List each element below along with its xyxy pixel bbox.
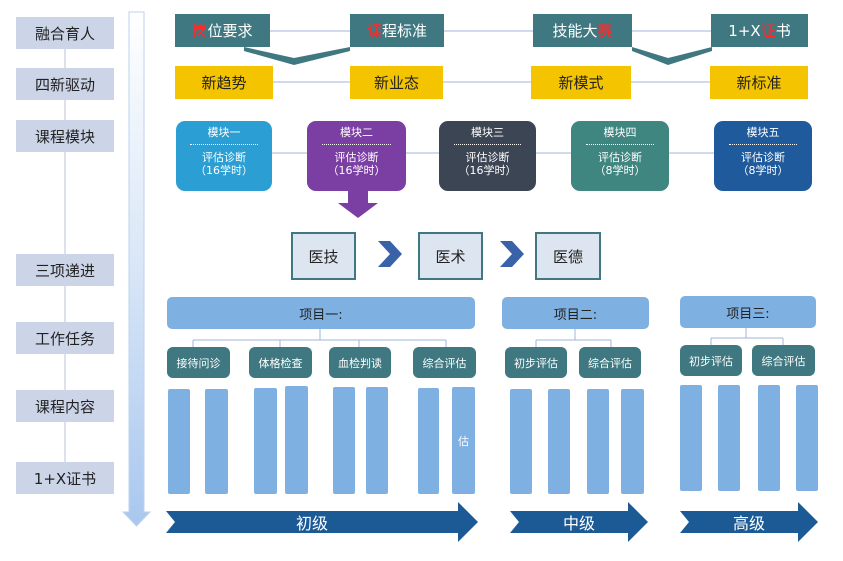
module-card-1: 模块一 评估诊断（16学时） (176, 121, 272, 191)
content-bar (285, 386, 308, 494)
skill-box-medical-art: 医术 (418, 232, 483, 280)
task-comprehensive-assessment: 综合评估 (413, 347, 476, 378)
module-line2: （8学时） (594, 164, 646, 177)
task-comprehensive-assessment: 综合评估 (579, 347, 641, 378)
task-blood-test: 血检判读 (329, 347, 391, 378)
trend-box-new-standards: 新标准 (710, 66, 808, 99)
content-bar (718, 385, 740, 491)
content-bar-text: 估 (458, 434, 469, 448)
module-name: 模块五 (746, 126, 780, 139)
module-card-4: 模块四 评估诊断（8学时） (571, 121, 669, 191)
module-card-3: 模块三 评估诊断（16学时） (439, 121, 536, 191)
top-box-text: 技能大 (552, 22, 598, 40)
project-header-2: 项目二: (502, 297, 649, 329)
content-bar (758, 385, 780, 491)
chevron-right-icon (500, 241, 524, 267)
module-line1: 评估诊断 (465, 151, 510, 164)
dotted-divider (453, 139, 522, 145)
skill-box-medical-ethics: 医德 (535, 232, 601, 280)
task-comprehensive-assessment: 综合评估 (752, 345, 815, 376)
content-bar (796, 385, 818, 491)
module-line1: 评估诊断 (598, 151, 642, 164)
row-label-three-progression: 三项递进 (16, 254, 114, 286)
highlight-char: 岗 (192, 22, 208, 40)
top-box-job-requirements: 岗位要求 (175, 14, 270, 47)
top-box-text: 位要求 (207, 22, 253, 40)
level-arrow-primary (166, 502, 478, 542)
highlight-char: 证 (760, 22, 776, 40)
trend-box-new-trends: 新趋势 (175, 66, 273, 99)
project-header-1: 项目一: (167, 297, 475, 329)
row-label-work-tasks: 工作任务 (16, 322, 114, 354)
dotted-divider (190, 139, 258, 145)
level-label-intermediate: 中级 (562, 514, 595, 533)
module-card-2: 模块二 评估诊断（16学时） (307, 121, 406, 191)
highlight-char: 赛 (597, 22, 613, 40)
top-box-text: 1+X (728, 21, 761, 40)
top-box-course-standards: 课程标准 (350, 14, 444, 47)
module-line2: （16学时） (195, 164, 253, 177)
row-label-1x-certificate: 1+X证书 (16, 462, 114, 494)
level-arrow-advanced (680, 502, 818, 542)
skill-box-medical-technique: 医技 (291, 232, 356, 280)
content-bar (168, 389, 190, 494)
task-initial-assessment: 初步评估 (505, 347, 567, 378)
task-initial-assessment: 初步评估 (680, 345, 742, 376)
content-bar (510, 389, 532, 494)
top-box-skills-competition: 技能大赛 (533, 14, 632, 47)
content-bar: 估 (452, 387, 475, 494)
row-label-four-new: 四新驱动 (16, 68, 114, 100)
module-card-5: 模块五 评估诊断（8学时） (714, 121, 812, 191)
content-bar (205, 389, 228, 494)
level-label-advanced: 高级 (732, 514, 765, 533)
task-physical-exam: 体格检查 (249, 347, 312, 378)
module-line1: 评估诊断 (741, 151, 785, 164)
content-bar (587, 389, 609, 494)
funnel-bracket-right (632, 47, 712, 65)
module-name: 模块一 (207, 126, 241, 139)
content-bar (621, 389, 644, 494)
content-bar (548, 389, 570, 494)
module-name: 模块三 (471, 126, 504, 139)
module-name: 模块二 (340, 126, 373, 139)
dotted-divider (321, 139, 392, 145)
module-down-arrow (338, 187, 378, 218)
content-bar (366, 387, 388, 494)
top-box-text: 程标准 (382, 22, 428, 40)
module-line1: 评估诊断 (202, 151, 246, 164)
top-box-text: 书 (775, 22, 791, 40)
vertical-progress-arrow (121, 11, 152, 527)
highlight-char: 课 (366, 22, 382, 40)
row-label-integration: 融合育人 (16, 17, 114, 49)
module-line2: （16学时） (327, 164, 386, 177)
level-label-primary: 初级 (295, 514, 328, 533)
level-arrow-intermediate (510, 502, 648, 542)
row-label-course-module: 课程模块 (16, 120, 114, 152)
module-line2: （8学时） (737, 164, 789, 177)
trend-box-new-business: 新业态 (350, 66, 443, 99)
chevron-right-icon (378, 241, 402, 267)
project-header-3: 项目三: (680, 296, 816, 328)
content-bar (333, 387, 355, 494)
trend-box-new-model: 新模式 (531, 66, 631, 99)
module-line1: 评估诊断 (334, 151, 379, 164)
row-label-course-content: 课程内容 (16, 390, 114, 422)
dotted-divider (728, 139, 798, 145)
module-line2: （16学时） (458, 164, 517, 177)
funnel-bracket-left (244, 47, 350, 65)
content-bar (254, 388, 277, 494)
dotted-divider (585, 139, 655, 145)
content-bar (680, 385, 702, 491)
task-reception-inquiry: 接待问诊 (167, 347, 230, 378)
module-name: 模块四 (603, 126, 637, 139)
content-bar (418, 388, 439, 494)
